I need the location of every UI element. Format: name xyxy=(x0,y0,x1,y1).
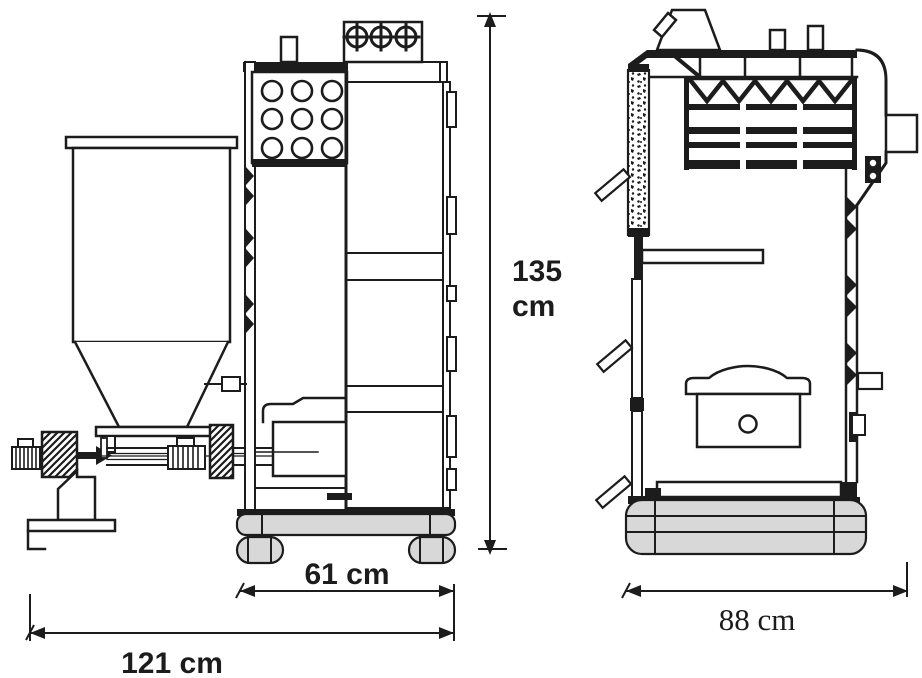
side-top-plate xyxy=(647,50,857,58)
auger-screw-section xyxy=(167,445,206,470)
door-handles xyxy=(593,167,634,510)
door-hinges xyxy=(446,91,457,491)
burner-assembly-front xyxy=(254,396,352,500)
chimney-stub xyxy=(279,35,299,64)
top-plate xyxy=(243,62,347,72)
flue-tube-grid xyxy=(250,70,349,167)
arrowhead-right xyxy=(893,585,908,597)
arrowhead-up xyxy=(484,12,496,27)
retort-cap xyxy=(684,364,812,396)
left-wall-side xyxy=(628,237,645,504)
feeder-foot-bar xyxy=(26,518,117,533)
hopper-body xyxy=(71,146,232,344)
boiler-width-label: 61 cm xyxy=(304,558,389,591)
arrowhead-right xyxy=(439,627,454,639)
burner-box xyxy=(271,420,348,478)
feeder-gearbox xyxy=(40,430,79,479)
water-connection-stubs xyxy=(342,20,424,64)
door-hinge xyxy=(446,285,457,302)
feed-chute xyxy=(652,8,722,52)
insulation-column xyxy=(626,64,651,237)
bolt xyxy=(869,159,877,167)
top-band-dividers xyxy=(648,56,859,79)
door-hinge xyxy=(446,91,457,128)
dimension-total-width: 121 cm xyxy=(25,594,454,678)
hopper-lid xyxy=(64,135,239,150)
wall-fitting-stub xyxy=(221,376,241,392)
door-hinge xyxy=(446,336,457,372)
retort-port xyxy=(738,414,758,434)
front-wall-side xyxy=(838,168,884,497)
heat-exchanger-baffles xyxy=(684,77,857,170)
base-skid-side xyxy=(624,497,868,556)
wall-foot xyxy=(838,482,857,497)
bolt xyxy=(869,172,877,180)
shell-right-outline xyxy=(854,48,888,208)
middle-baffle xyxy=(640,248,765,265)
height-dimension-unit: cm xyxy=(512,290,555,323)
dimension-boiler-width: 61 cm xyxy=(235,558,455,641)
chute-lid xyxy=(652,11,678,39)
door-hinge xyxy=(446,468,457,491)
door-hinge xyxy=(446,415,457,458)
chute-strut xyxy=(674,55,703,80)
feeder-motor xyxy=(11,446,41,470)
feeder-foot-bracket xyxy=(26,529,47,551)
front-view xyxy=(11,20,457,565)
top-band xyxy=(346,61,448,83)
arrowhead-right xyxy=(439,585,454,597)
feeder-pedestal xyxy=(56,468,97,522)
base-skid-front xyxy=(235,509,457,565)
cleanout-panel xyxy=(851,414,866,436)
arrowhead-left xyxy=(626,585,641,597)
door-panel-lines xyxy=(345,81,451,509)
door-hinge xyxy=(446,196,457,235)
auger-bearing-cap xyxy=(176,437,195,447)
feeder-coupling-block xyxy=(208,423,235,480)
front-wall-chevrons xyxy=(847,197,857,385)
top-connection-stubs xyxy=(768,24,825,52)
door-handle xyxy=(595,338,634,374)
hopper-mount-plate xyxy=(94,425,214,438)
boiler-front-structure xyxy=(204,20,457,565)
bolt-bracket xyxy=(865,156,881,183)
grate-plate xyxy=(655,480,843,499)
grate-step xyxy=(645,488,661,499)
total-width-label: 121 cm xyxy=(121,647,223,678)
height-dimension-value: 135 xyxy=(512,255,562,288)
flue-outlet xyxy=(884,113,919,154)
screw-feeder xyxy=(11,423,319,551)
dimension-depth: 88 cm xyxy=(621,562,908,637)
foot xyxy=(235,535,285,565)
foot xyxy=(407,535,457,565)
depth-label: 88 cm xyxy=(719,602,796,637)
wall-bracket-stub xyxy=(856,371,884,391)
arrowhead-left xyxy=(30,627,45,639)
left-wall-weld-chevrons xyxy=(246,167,254,333)
side-view xyxy=(593,8,919,556)
baffle-bars xyxy=(689,104,853,169)
retort-body xyxy=(695,392,802,449)
arrowhead-left xyxy=(240,585,255,597)
fuel-hopper xyxy=(64,135,239,453)
feeder-motor-cap xyxy=(17,438,34,448)
turbulator-zigzag xyxy=(687,77,855,105)
arrowhead-down xyxy=(484,540,496,555)
door-handle xyxy=(593,167,632,203)
ash-lip xyxy=(327,493,352,500)
door-handle xyxy=(594,474,633,510)
dimension-height: 135 cm xyxy=(477,12,562,555)
burner-retort xyxy=(684,364,812,449)
burner-deflector xyxy=(261,396,348,424)
